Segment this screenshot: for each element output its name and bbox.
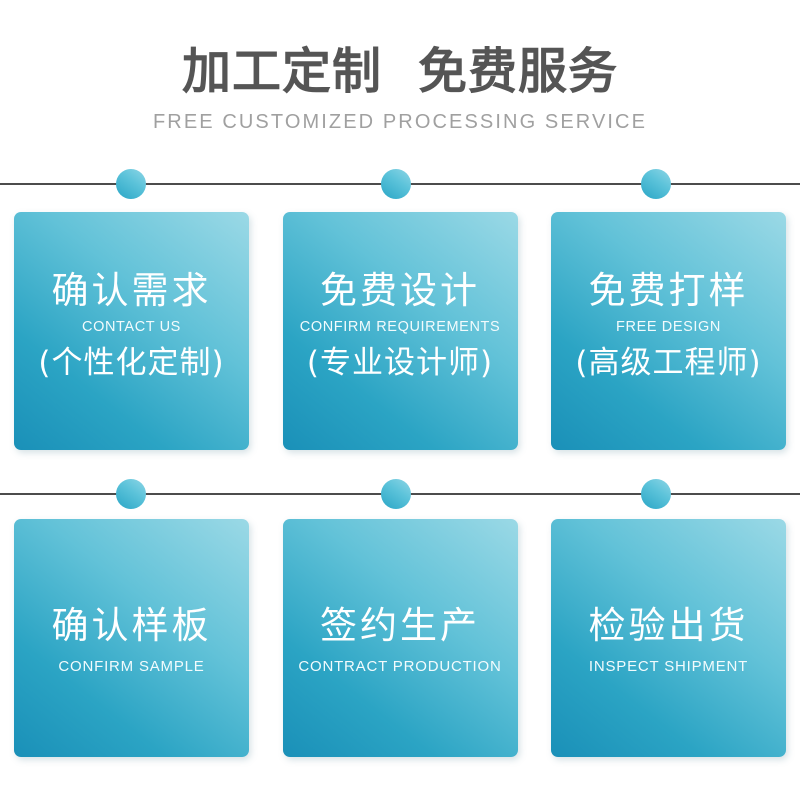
step-title-cn: 确认需求 xyxy=(51,269,212,312)
step-title-cn: 免费设计 xyxy=(320,269,480,312)
step-title-en: FREE DESIGN xyxy=(616,319,721,336)
rail-dot-step-5 xyxy=(381,479,411,509)
step-title-en: CONFIRM SAMPLE xyxy=(58,658,205,676)
page-title: 加工定制 免费服务 xyxy=(181,43,619,100)
step-card-5[interactable]: 签约生产 CONTRACT PRODUCTION xyxy=(282,519,518,757)
step-card-3[interactable]: 免费打样 FREE DESIGN (高级工程师) xyxy=(551,212,786,450)
step-card-1[interactable]: 确认需求 CONTACT US (个性化定制) xyxy=(14,212,249,450)
step-title-en: CONFIRM REQUIREMENTS xyxy=(299,319,501,336)
rail-dot-step-6 xyxy=(641,479,671,509)
step-card-2[interactable]: 免费设计 CONFIRM REQUIREMENTS (专业设计师) xyxy=(282,212,518,450)
step-title-en: CONTACT US xyxy=(82,319,181,336)
step-row-bottom: 确认样板 CONFIRM SAMPLE 签约生产 CONTRACT PRODUC… xyxy=(0,519,800,757)
step-title-cn: 确认样板 xyxy=(51,604,212,647)
step-note: (专业设计师) xyxy=(306,345,494,382)
step-note: (高级工程师) xyxy=(575,345,762,382)
timeline-rail-top xyxy=(0,169,800,199)
rail-dot-step-3 xyxy=(641,169,671,199)
rail-dot-step-4 xyxy=(116,479,146,509)
step-title-en: CONTRACT PRODUCTION xyxy=(298,658,502,676)
step-title-cn: 免费打样 xyxy=(588,269,749,312)
step-row-top: 确认需求 CONTACT US (个性化定制) 免费设计 CONFIRM REQ… xyxy=(0,212,800,450)
step-title-en: INSPECT SHIPMENT xyxy=(588,658,749,676)
page-subtitle: FREE CUSTOMIZED PROCESSING SERVICE xyxy=(152,110,648,133)
timeline-rail-middle xyxy=(0,479,800,509)
rail-dot-step-2 xyxy=(381,169,411,199)
step-note: (个性化定制) xyxy=(38,345,225,382)
step-card-4[interactable]: 确认样板 CONFIRM SAMPLE xyxy=(14,519,249,757)
banner-header: 加工定制 免费服务 FREE CUSTOMIZED PROCESSING SER… xyxy=(0,0,800,168)
rail-dot-step-1 xyxy=(116,169,146,199)
step-title-cn: 签约生产 xyxy=(320,604,480,647)
step-title-cn: 检验出货 xyxy=(588,604,749,647)
step-card-6[interactable]: 检验出货 INSPECT SHIPMENT xyxy=(551,519,786,757)
